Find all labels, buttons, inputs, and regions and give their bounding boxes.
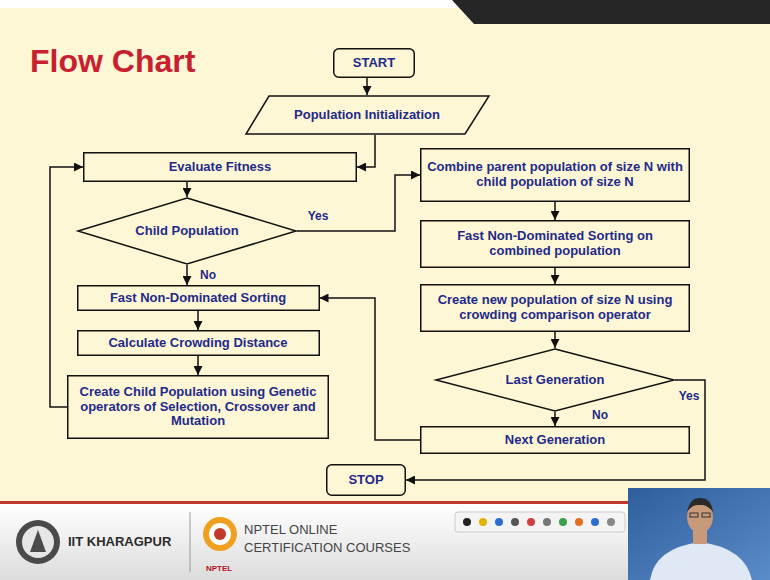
node-text: Combine parent population of size N with… xyxy=(426,160,684,190)
flow-arrow xyxy=(554,412,556,426)
nptel-logo xyxy=(203,517,237,551)
flow-arrow xyxy=(197,356,199,375)
process-box: Next Generation xyxy=(420,426,690,454)
decision-diamond: Child Population xyxy=(77,197,297,265)
process-box: Combine parent population of size N with… xyxy=(420,148,690,202)
terminal-box: START xyxy=(333,48,415,78)
box-outline xyxy=(68,376,329,439)
box-outline xyxy=(421,221,690,268)
flow-arrow xyxy=(357,135,375,167)
top-band xyxy=(452,0,770,24)
flow-arrow xyxy=(554,202,556,220)
process-box: Create new population of size N using cr… xyxy=(420,284,690,332)
node-text: Evaluate Fitness xyxy=(169,160,272,175)
iit-logo xyxy=(16,520,60,564)
box-outline xyxy=(334,49,415,78)
node-text: Population Initialization xyxy=(294,108,440,123)
box-outline xyxy=(421,285,690,332)
box-outline xyxy=(77,286,319,311)
branch-label: Yes xyxy=(306,209,331,223)
institute-name: IIT KHARAGPUR xyxy=(68,535,171,549)
footer-divider xyxy=(190,512,191,572)
process-box: Fast Non-Dominated Sorting on combined p… xyxy=(420,220,690,268)
process-box: Fast Non-Dominated Sorting xyxy=(77,285,320,311)
flow-arrow xyxy=(197,311,199,330)
node-text: Next Generation xyxy=(505,433,605,448)
presenter-video xyxy=(628,488,770,580)
flow-arrow xyxy=(320,298,421,440)
node-text: Last Generation xyxy=(506,373,605,388)
input-parallelogram: Population Initialization xyxy=(245,95,490,135)
course-banner: NPTEL ONLINE CERTIFICATION COURSES xyxy=(244,521,416,557)
slide-title: Flow Chart xyxy=(30,44,195,79)
box-outline xyxy=(327,465,406,496)
box-outline xyxy=(421,149,690,202)
box-outline xyxy=(84,153,357,182)
process-box: Calculate Crowding Distance xyxy=(77,330,320,356)
node-text: Child Population xyxy=(135,224,238,239)
terminal-box: STOP xyxy=(326,464,406,496)
node-text: Fast Non-Dominated Sorting on combined p… xyxy=(426,229,684,259)
box-outline xyxy=(77,331,319,356)
branch-label: Yes xyxy=(677,389,702,403)
flow-arrow xyxy=(554,268,556,284)
node-text: Fast Non-Dominated Sorting xyxy=(110,291,286,306)
node-text: Create Child Population using Genetic op… xyxy=(73,385,323,430)
box-outline xyxy=(421,427,690,454)
node-text: Create new population of size N using cr… xyxy=(426,293,684,323)
branch-label: No xyxy=(590,408,610,422)
logo-caption: NPTEL xyxy=(206,565,232,573)
branch-label: No xyxy=(198,268,218,282)
flow-arrow xyxy=(554,332,556,348)
process-box: Create Child Population using Genetic op… xyxy=(67,375,329,439)
diamond-outline xyxy=(436,349,674,411)
node-text: STOP xyxy=(348,473,383,488)
flow-arrow xyxy=(186,265,188,285)
decision-diamond: Last Generation xyxy=(435,348,675,412)
parallelogram-outline xyxy=(246,96,489,134)
flow-arrow xyxy=(366,78,368,95)
flow-arrow xyxy=(297,175,420,231)
node-text: Calculate Crowding Distance xyxy=(108,336,287,351)
diamond-outline xyxy=(78,198,296,264)
node-text: START xyxy=(353,56,395,71)
flow-arrow xyxy=(186,182,188,197)
process-box: Evaluate Fitness xyxy=(83,152,357,182)
pen-toolbar xyxy=(455,512,625,532)
